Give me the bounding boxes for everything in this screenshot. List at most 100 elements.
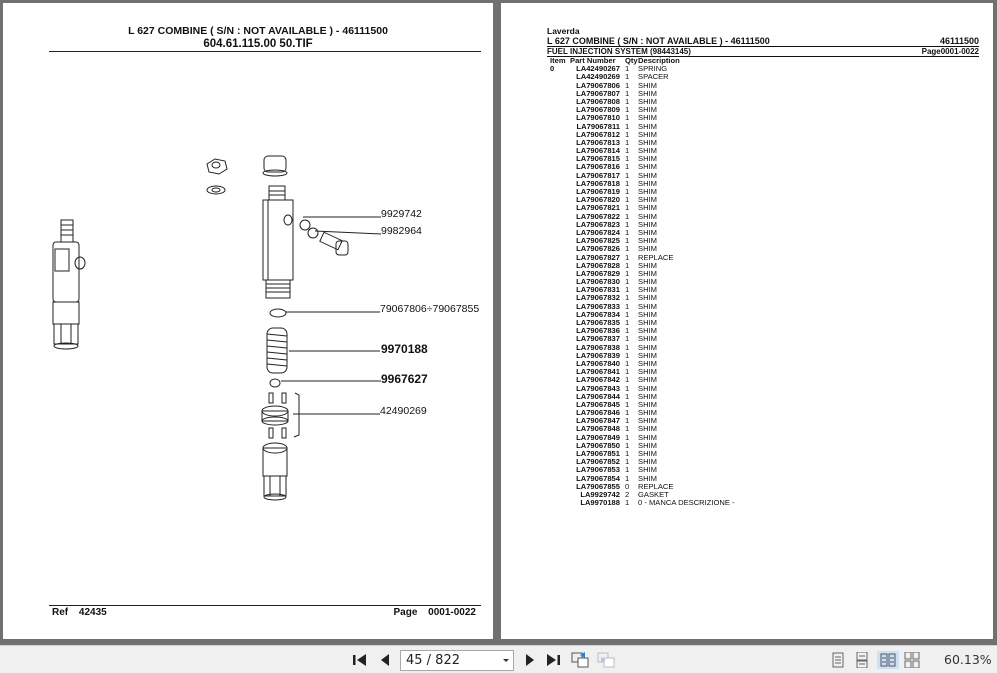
description-cell: SHIM [638, 424, 657, 434]
item-cell [547, 303, 570, 311]
last-page-icon [547, 654, 560, 666]
injector-exploded-drawing [52, 155, 382, 501]
item-cell [547, 335, 570, 343]
zoom-level[interactable]: 60.13% [944, 652, 992, 667]
item-cell [547, 139, 570, 147]
description-cell: SHIM [638, 383, 657, 393]
qty-cell: 1 [625, 301, 630, 311]
qty-cell: 1 [625, 113, 630, 123]
next-page-button[interactable] [522, 652, 538, 668]
description-cell: SHIM [638, 137, 657, 147]
item-cell [547, 475, 570, 483]
single-page-view-button[interactable] [830, 652, 846, 668]
item-cell [547, 270, 570, 278]
description-cell: SHIM [638, 146, 657, 156]
part-number-cell: LA79067808 [576, 96, 620, 106]
part-number-cell: LA79067825 [576, 236, 620, 246]
facing-pages-icon [880, 653, 896, 667]
last-page-button[interactable] [545, 652, 561, 668]
part-number-cell: LA79067830 [576, 277, 620, 287]
part-number-cell: LA79067853 [576, 465, 620, 475]
part-number-cell: LA79067827 [576, 252, 620, 262]
part-number-cell: LA79067852 [576, 457, 620, 467]
col-qty: Qty [625, 56, 638, 65]
qty-cell: 1 [625, 88, 630, 98]
part-number-cell: LA79067823 [576, 219, 620, 229]
description-cell: SPACER [638, 72, 669, 82]
document-viewport[interactable]: L 627 COMBINE ( S/N : NOT AVAILABLE ) - … [0, 0, 997, 645]
qty-cell: 1 [625, 64, 630, 74]
description-cell: SHIM [638, 203, 657, 213]
page-number-value: 45 / 822 [406, 653, 460, 668]
item-cell [547, 401, 570, 409]
cap-illustration [262, 155, 288, 177]
description-cell: SHIM [638, 457, 657, 467]
item-cell [547, 458, 570, 466]
part-number-cell: LA79067816 [576, 162, 620, 172]
continuous-facing-icon [904, 652, 920, 668]
item-cell [547, 262, 570, 270]
continuous-view-button[interactable] [854, 652, 870, 668]
description-cell: SHIM [638, 187, 657, 196]
page-number-dropdown[interactable]: 45 / 822 [400, 650, 514, 671]
first-page-button[interactable] [352, 652, 368, 668]
qty-cell: 1 [625, 129, 630, 139]
item-cell [547, 450, 570, 458]
item-cell [547, 294, 570, 302]
description-cell: SHIM [638, 350, 657, 360]
item-cell [547, 147, 570, 155]
description-cell: SHIM [638, 236, 657, 246]
assembled-injector-illustration [52, 219, 86, 350]
qty-cell: 1 [625, 195, 630, 205]
header-rule [49, 51, 481, 52]
description-cell: SHIM [638, 154, 657, 164]
item-cell [547, 466, 570, 474]
item-cell [547, 417, 570, 425]
qty-cell: 1 [625, 178, 630, 188]
col-part-number: Part Number [570, 56, 616, 65]
pin-illustration [269, 378, 281, 388]
continuous-facing-view-button[interactable] [904, 652, 920, 668]
qty-cell: 1 [625, 121, 630, 131]
part-number-cell: LA79067849 [576, 432, 620, 442]
facing-view-button[interactable] [877, 651, 899, 669]
callout-9967627: 9967627 [381, 372, 428, 386]
description-cell: SHIM [638, 96, 657, 106]
item-cell [547, 213, 570, 221]
chevron-down-icon [503, 659, 509, 662]
previous-page-button[interactable] [377, 652, 393, 668]
description-cell: SHIM [638, 342, 657, 352]
item-cell [547, 163, 570, 171]
qty-cell: 1 [625, 440, 630, 450]
item-cell [547, 245, 570, 253]
description-cell: SHIM [638, 440, 657, 450]
part-number-cell: LA79067834 [576, 309, 620, 319]
part-number-cell: LA79067850 [576, 440, 620, 450]
next-view-button[interactable] [596, 652, 616, 668]
previous-view-button[interactable] [570, 652, 590, 668]
nut-illustration [206, 158, 228, 195]
callout-42490269: 42490269 [380, 405, 427, 417]
item-cell [547, 499, 570, 507]
section-line: FUEL INJECTION SYSTEM (98443145) Page000… [547, 47, 979, 57]
item-cell [547, 360, 570, 368]
part-number-cell: LA79067824 [576, 227, 620, 237]
